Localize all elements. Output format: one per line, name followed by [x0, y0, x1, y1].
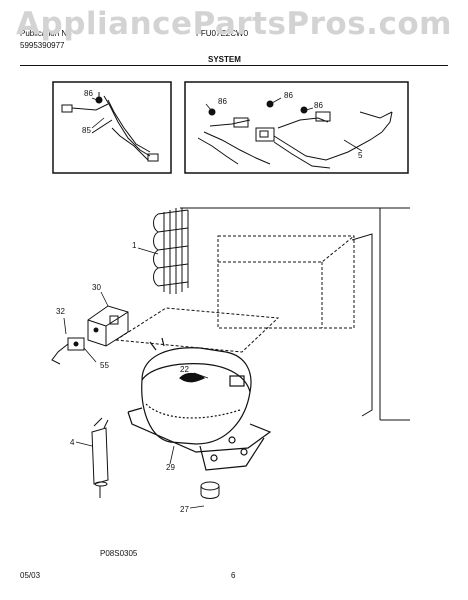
- header-rule: [20, 65, 448, 66]
- relay-assembly: [87, 305, 129, 347]
- watermark: AppliancePartsPros.com: [16, 6, 452, 42]
- figure-code: P08S0305: [100, 549, 138, 558]
- callout-22: 22: [180, 365, 189, 374]
- section-title: SYSTEM: [208, 55, 241, 64]
- callout-86-middle: 86: [284, 91, 293, 100]
- callout-5: 5: [358, 151, 363, 160]
- callout-27: 27: [180, 505, 189, 514]
- callout-32: 32: [56, 307, 65, 316]
- overload-protector: [51, 337, 85, 365]
- footer-page-number: 6: [231, 571, 236, 580]
- filter-drier: [91, 417, 109, 498]
- callout-85: 85: [82, 126, 91, 135]
- grommet: [200, 481, 220, 499]
- callout-29: 29: [166, 463, 175, 472]
- callout-30: 30: [92, 283, 101, 292]
- callout-86-right: 86: [314, 101, 323, 110]
- footer-date: 05/03: [20, 571, 41, 580]
- inset-wire-harness: [52, 81, 172, 174]
- inset-control-wiring: [184, 81, 409, 174]
- publication-number: 5995390977: [20, 41, 65, 50]
- callout-labels: 86 85 86 86 86 5 1 30 32 55 22 4 29 27 P…: [20, 89, 363, 580]
- model-number: FFU07E2CW0: [196, 29, 249, 38]
- base-plate-outline: [114, 307, 280, 353]
- condenser-coil: [153, 208, 189, 294]
- callout-4: 4: [70, 438, 75, 447]
- leader-lines: [63, 97, 363, 509]
- callout-1: 1: [132, 241, 137, 250]
- callout-86-left: 86: [218, 97, 227, 106]
- callout-55: 55: [100, 361, 109, 370]
- compressor: [127, 337, 272, 471]
- publication-label: Publication No: [20, 29, 72, 38]
- cabinet-outline: [180, 207, 410, 421]
- callout-86-harness: 86: [84, 89, 93, 98]
